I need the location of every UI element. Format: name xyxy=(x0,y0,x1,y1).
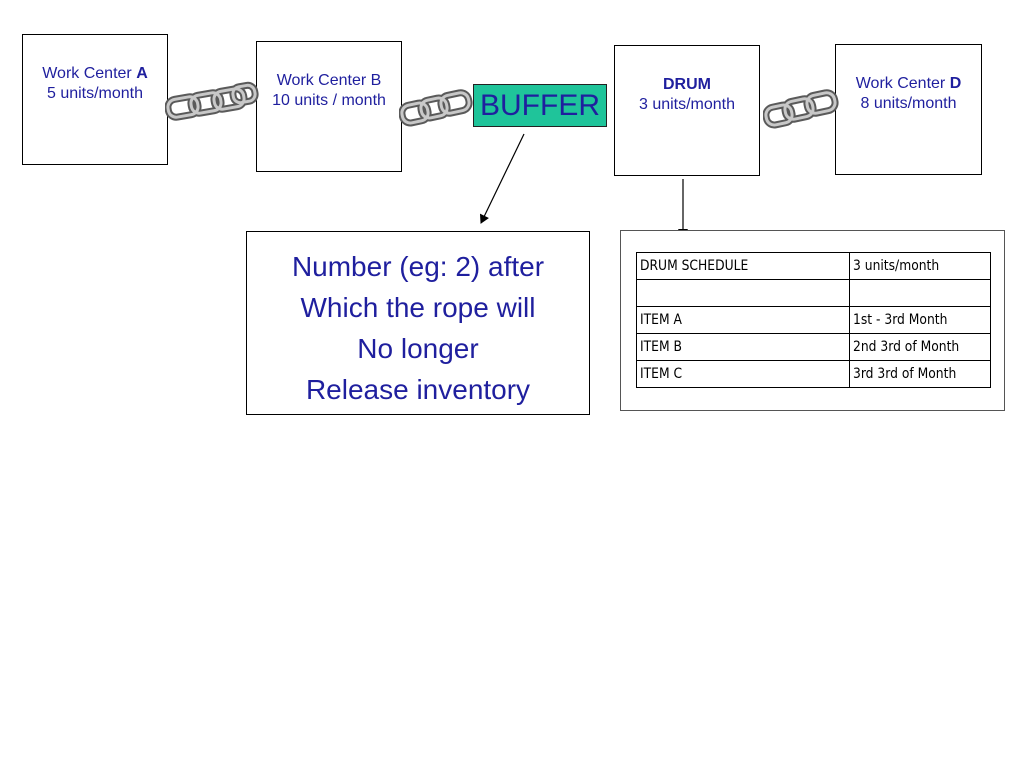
chain-icon xyxy=(763,89,839,129)
table-cell: ITEM B xyxy=(636,333,850,361)
buffer-arrow xyxy=(479,133,525,224)
drum-label: DRUM xyxy=(663,75,711,93)
table-cell: 1st - 3rd Month xyxy=(849,306,991,334)
table-cell: DRUM SCHEDULE xyxy=(636,252,850,280)
chain-icon xyxy=(399,89,473,127)
work-center-a-rate: 5 units/month xyxy=(46,84,144,102)
work-center-d-rate: 8 units/month xyxy=(860,94,957,112)
table-row: DRUM SCHEDULE 3 units/month xyxy=(636,252,991,280)
rope-note-line: No longer xyxy=(357,333,479,364)
table-cell: 3 units/month xyxy=(849,252,991,280)
table-cell xyxy=(849,279,991,307)
rope-note: Number (eg: 2) after Which the rope will… xyxy=(246,231,590,415)
work-center-d-label: Work Center xyxy=(855,74,946,92)
table-row: ITEM C 3rd 3rd of Month xyxy=(636,360,991,388)
rope-note-line: Release inventory xyxy=(305,374,531,405)
rope-note-line: Number (eg: 2) after xyxy=(291,251,545,282)
work-center-d: Work Center D 8 units/month xyxy=(835,44,982,175)
table-cell: 2nd 3rd of Month xyxy=(849,333,991,361)
table-row: ITEM A 1st - 3rd Month xyxy=(636,306,991,334)
table-row xyxy=(636,279,991,307)
work-center-a-letter: A xyxy=(136,64,148,82)
buffer-label: BUFFER xyxy=(480,89,600,122)
work-center-b: Work Center B 10 units / month xyxy=(256,41,402,172)
work-center-a: Work Center A 5 units/month xyxy=(22,34,168,165)
table-cell: ITEM C xyxy=(636,360,850,388)
work-center-d-letter: D xyxy=(949,74,962,92)
table-cell xyxy=(636,279,850,307)
chain-icon xyxy=(165,81,259,121)
rope-note-line: Which the rope will xyxy=(300,292,536,323)
table-cell: 3rd 3rd of Month xyxy=(849,360,991,388)
work-center-a-label: Work Center xyxy=(42,64,132,82)
drum-rate: 3 units/month xyxy=(638,95,736,113)
drum-work-center: DRUM 3 units/month xyxy=(614,45,760,176)
buffer-box: BUFFER xyxy=(473,84,607,127)
work-center-b-label: Work Center B xyxy=(276,71,382,89)
table-cell: ITEM A xyxy=(636,306,850,334)
work-center-b-rate: 10 units / month xyxy=(272,91,386,109)
table-row: ITEM B 2nd 3rd of Month xyxy=(636,333,991,361)
drum-schedule-table: DRUM SCHEDULE 3 units/month ITEM A 1st -… xyxy=(636,252,991,388)
